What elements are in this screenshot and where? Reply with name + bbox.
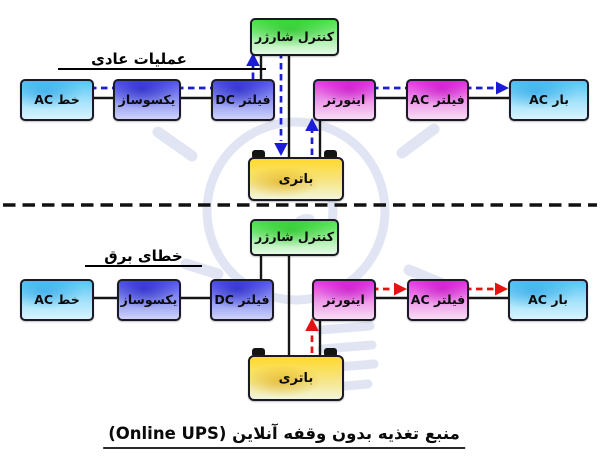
diagram-caption: منبع تغذیه بدون وقفه آنلاین (Online UPS) — [103, 424, 465, 449]
box-charger-control-top: کنترل شارژر — [250, 18, 339, 56]
box-battery-top: باتری — [248, 157, 344, 201]
battery-terminal — [324, 348, 337, 357]
box-ac-line-bottom: خط AC — [20, 279, 94, 321]
box-rectifier-top: یکسوساز — [113, 79, 181, 121]
box-inverter-top: اینورتر — [313, 79, 376, 121]
box-charger-control-bottom: کنترل شارژر — [250, 219, 339, 256]
box-battery-bottom: باتری — [248, 355, 344, 401]
box-dc-filter-bottom: فیلتر DC — [210, 279, 274, 321]
heading-normal-operation: عملیات عادی — [58, 46, 266, 70]
box-ac-line-top: خط AC — [20, 79, 94, 121]
battery-terminal — [252, 348, 265, 357]
solid-wires-bottom — [90, 252, 508, 355]
box-inverter-bottom: اینورتر — [312, 279, 376, 321]
box-rectifier-bottom: یکسوساز — [117, 279, 181, 321]
battery-terminal — [324, 150, 337, 159]
box-dc-filter-top: فیلتر DC — [211, 79, 275, 121]
box-ac-filter-top: فیلتر AC — [406, 79, 469, 121]
box-ac-filter-bottom: فیلتر AC — [407, 279, 469, 321]
box-ac-load-top: بار AC — [509, 79, 589, 121]
box-ac-load-bottom: بار AC — [508, 279, 588, 321]
battery-terminal — [252, 150, 265, 159]
heading-power-failure: خطای برق — [85, 243, 202, 267]
failure-flow-arrows — [305, 282, 508, 353]
